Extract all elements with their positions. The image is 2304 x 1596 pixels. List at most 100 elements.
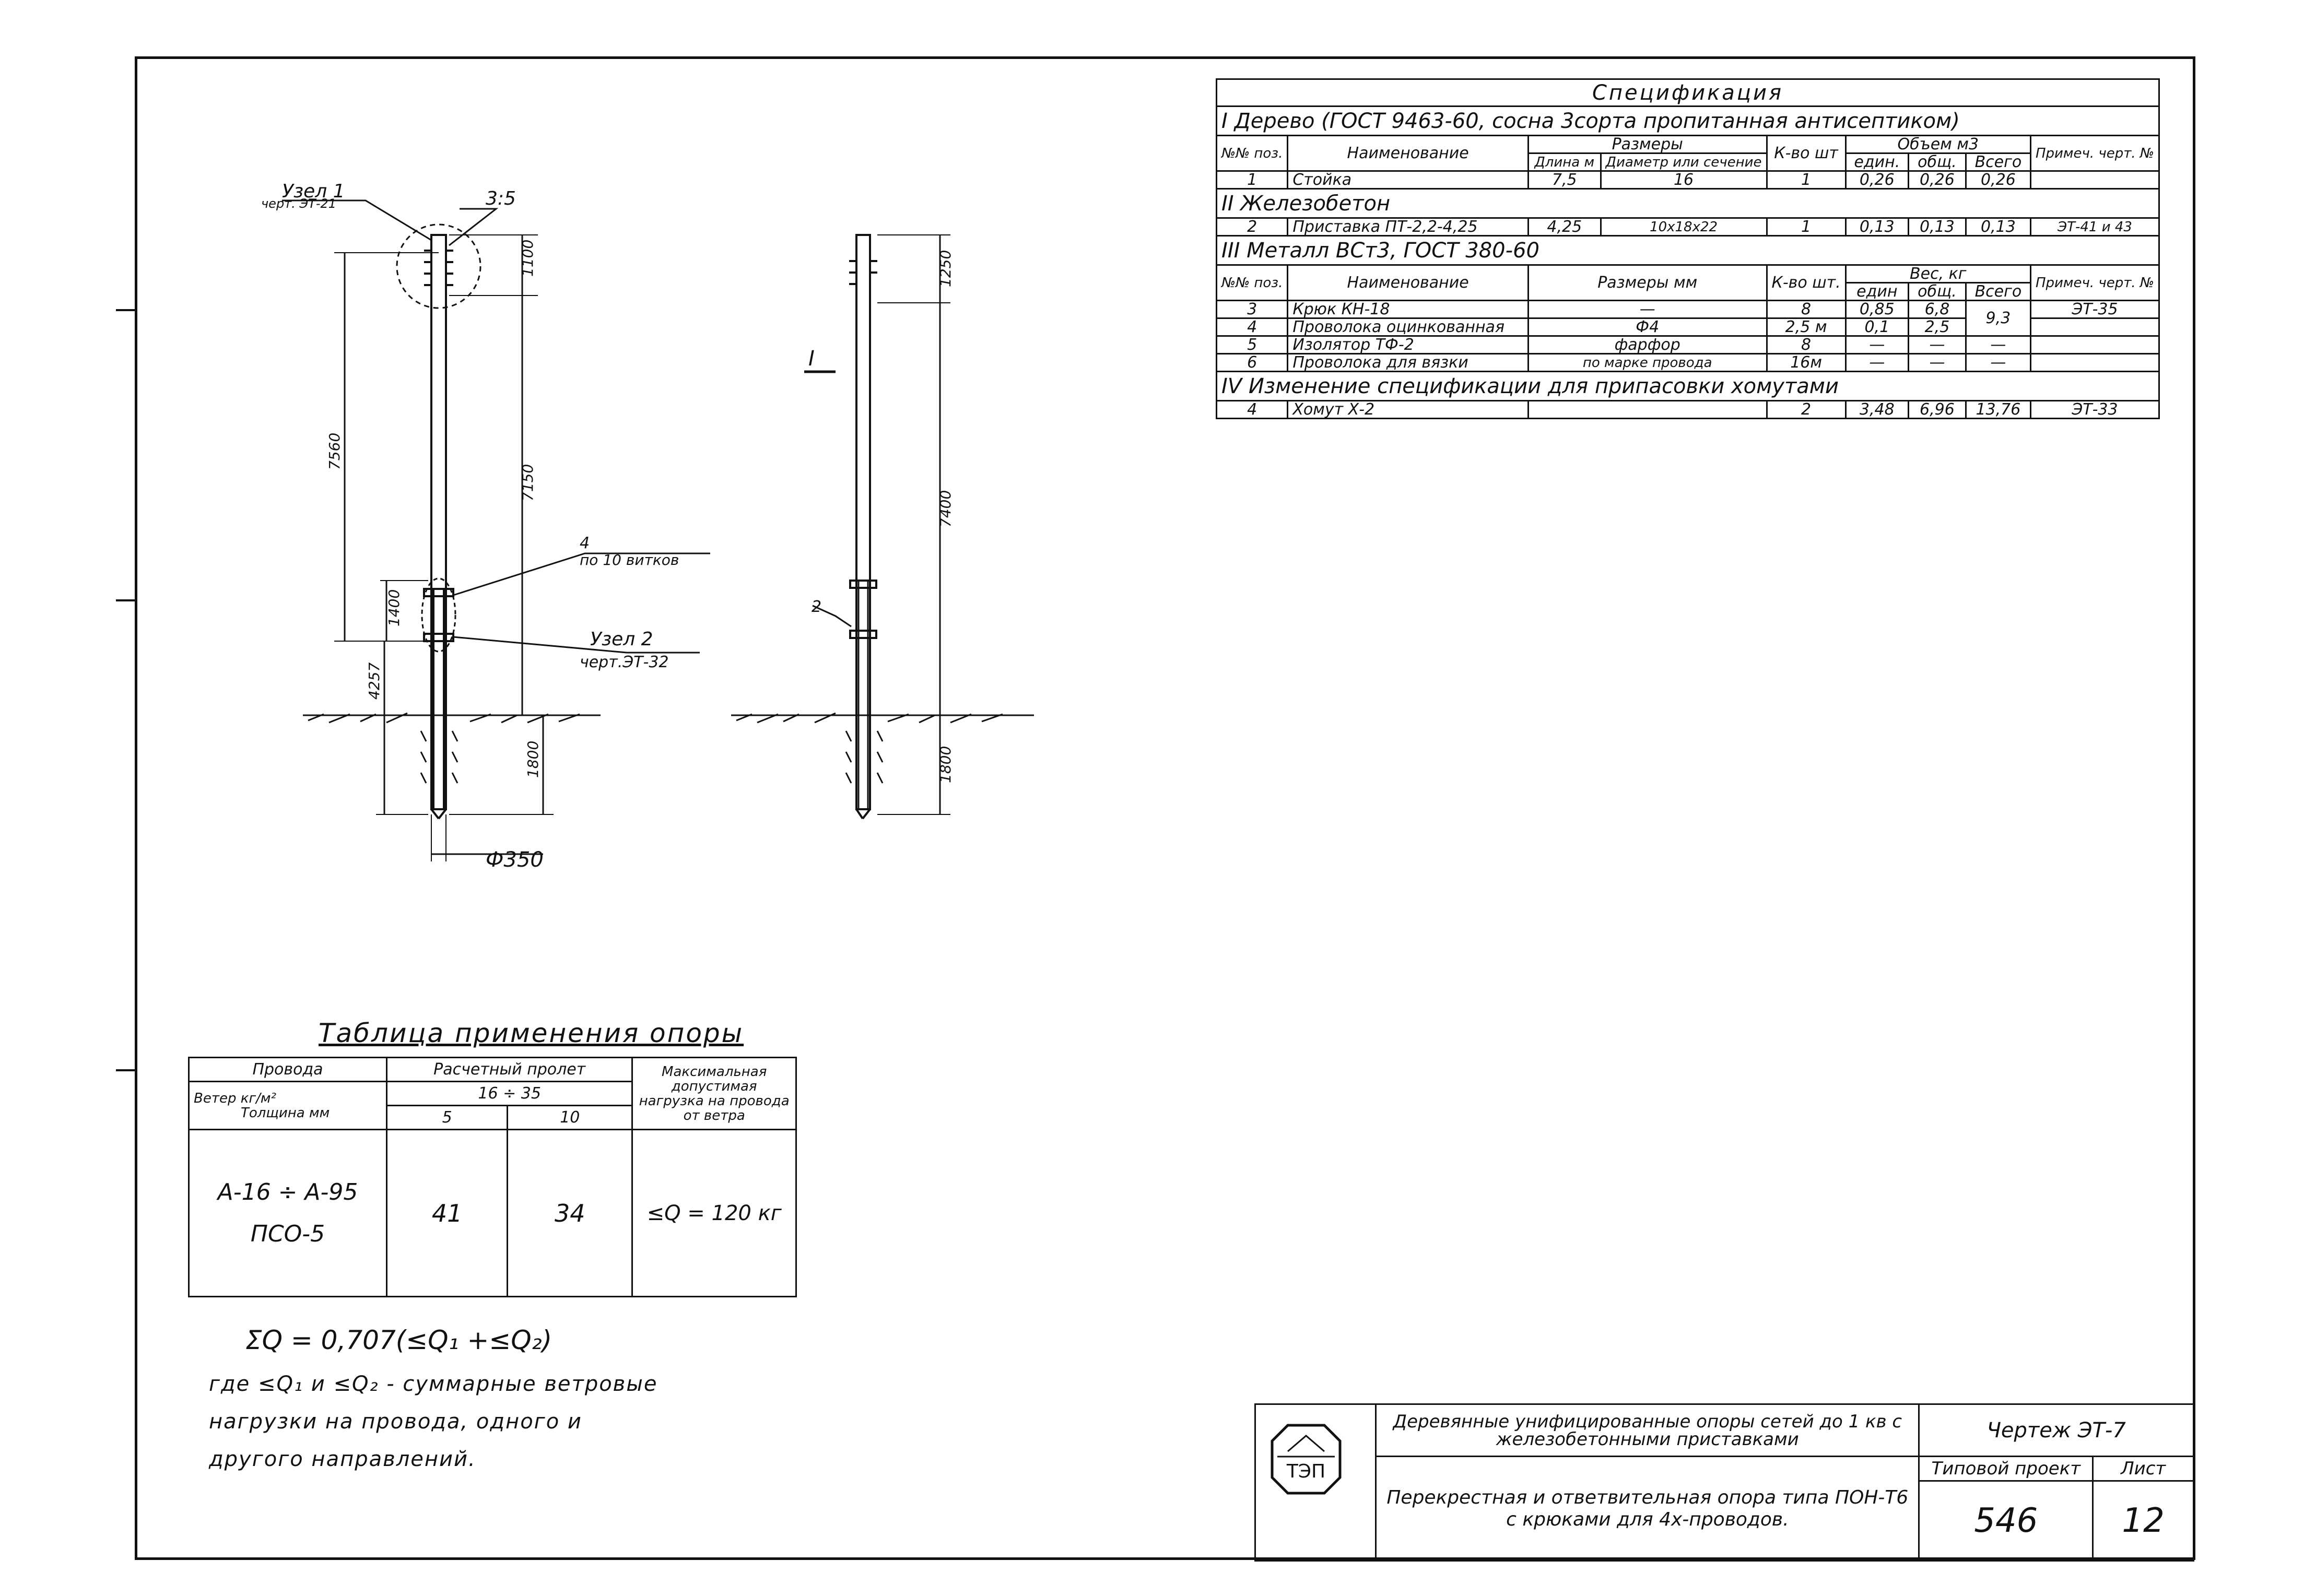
title-line-2: Перекрестная и ответвительная опора типа… <box>1375 1456 1920 1562</box>
cell: 0,85 <box>1844 300 1909 319</box>
load-formula: ΣQ = 0,707(≤Q₁ +≤Q₂) <box>245 1325 553 1355</box>
spec-header-name: Наименование <box>1287 135 1529 172</box>
node2-ref: черт.ЭТ-32 <box>580 653 669 671</box>
spec-header2-name: Наименование <box>1287 264 1529 301</box>
cell <box>2029 335 2160 354</box>
spec-header2-unit: един <box>1844 282 1909 301</box>
app-value-5: 41 <box>386 1129 509 1297</box>
sheet-number: 12 <box>2122 1502 2165 1540</box>
dim-7560: 7560 <box>326 433 343 470</box>
cell: Проволока оцинкованная <box>1287 317 1529 337</box>
spec-row: 4 Проволока оцинкованная Ф4 2,5 м 0,1 2,… <box>1215 317 2160 337</box>
cell: 6,8 <box>1907 300 1967 319</box>
cell: 16 <box>1600 170 1768 190</box>
cell: 9,3 <box>1965 300 2031 337</box>
sheet-label: Лист <box>2121 1458 2166 1479</box>
project-label: Типовой проект <box>1921 1458 2094 1480</box>
spec-header2-pos: №№ поз. <box>1215 264 1289 301</box>
cell: 4 <box>1215 317 1289 337</box>
spec-row: 5 Изолятор ТФ-2 фарфор 8 — — — <box>1215 335 2160 354</box>
cell: 7,5 <box>1527 170 1602 190</box>
spec-header-pos: №№ поз. <box>1215 135 1289 172</box>
cell: — <box>1527 300 1768 319</box>
spec-header-dims: Размеры <box>1527 135 1768 154</box>
spec-row: 2 Приставка ПТ-2,2-4,25 4,25 10x18x22 1 … <box>1215 217 2160 237</box>
spec-header-diameter: Диаметр или сечение <box>1600 152 1768 172</box>
app-header-wires: Провода <box>187 1057 388 1082</box>
spec-row: 4 Хомут Х-2 2 3,48 6,96 13,76 ЭТ-33 <box>1215 400 2160 419</box>
cell: 8 <box>1766 335 1847 354</box>
sheet-frame <box>135 56 2195 1560</box>
cell: 0,13 <box>1907 217 1967 237</box>
app-value-10: 34 <box>507 1129 633 1297</box>
cell: 8 <box>1766 300 1847 319</box>
cell: 0,26 <box>1965 170 2031 190</box>
cell: фарфор <box>1527 335 1768 354</box>
cell: 4 <box>1215 400 1289 419</box>
cell: Приставка ПТ-2,2-4,25 <box>1287 217 1529 237</box>
app-header-wind-cross: Ветер кг/м² Толщина мм <box>187 1081 388 1130</box>
project-header: Типовой проект Лист <box>1920 1458 2192 1482</box>
cell: 1 <box>1766 217 1847 237</box>
cell: 4,25 <box>1527 217 1602 237</box>
app-wires-1: А-16 ÷ А-95 <box>217 1178 358 1205</box>
app-header-wind: Ветер кг/м² <box>194 1090 276 1106</box>
spec-header2-dims: Размеры мм <box>1527 264 1768 301</box>
app-value-max: ≤Q = 120 кг <box>631 1129 797 1297</box>
side-dim-1800: 1800 <box>937 746 954 783</box>
cell: — <box>1844 335 1909 354</box>
cell: 3,48 <box>1844 400 1909 419</box>
project-cell: Типовой проект Лист 546 12 <box>1918 1456 2194 1562</box>
app-header-span-range: 16 ÷ 35 <box>386 1081 633 1106</box>
spec-section-1: I Дерево (ГОСТ 9463-60, сосна 3сорта про… <box>1216 105 2160 136</box>
cell: Стойка <box>1287 170 1529 190</box>
spec-header-volume: Объем м3 <box>1844 135 2031 154</box>
cell: 1 <box>1215 170 1289 190</box>
side-band-position: 2 <box>812 598 821 616</box>
dim-1100: 1100 <box>519 240 536 277</box>
drawing-number: Чертеж ЭТ-7 <box>1918 1403 2194 1457</box>
spec-row: 6 Проволока для вязки по марке провода 1… <box>1215 353 2160 372</box>
spec-section-4: IV Изменение спецификации для припасовки… <box>1216 371 2160 401</box>
side-dim-7400: 7400 <box>937 490 954 527</box>
dim-1800: 1800 <box>524 741 542 778</box>
cell: 2 <box>1215 217 1289 237</box>
cell: 16м <box>1766 353 1847 372</box>
scale-label: 3:5 <box>486 188 516 209</box>
title-logo-cell <box>1254 1403 1377 1562</box>
spec-header2-all: Всего <box>1965 282 2031 301</box>
cell: 10x18x22 <box>1600 217 1768 237</box>
node2-label: Узел 2 <box>590 629 653 650</box>
cell: 0,13 <box>1965 217 2031 237</box>
cell: — <box>1965 335 2031 354</box>
band-position: 4 <box>580 534 590 552</box>
cell: — <box>1965 353 2031 372</box>
app-wires-2: ПСО-5 <box>250 1220 325 1247</box>
specification-table: Спецификация I Дерево (ГОСТ 9463-60, сос… <box>1215 78 2160 419</box>
cell: Изолятор ТФ-2 <box>1287 335 1529 354</box>
spec-header2-total: общ. <box>1907 282 1967 301</box>
logo-text: ТЭП <box>1286 1461 1325 1482</box>
spec-header-all: Всего <box>1965 152 2031 172</box>
cell: 1 <box>1766 170 1847 190</box>
spec-header-note: Примеч. черт. № <box>2029 135 2160 172</box>
band-label: по 10 витков <box>580 551 679 569</box>
application-table: Провода Расчетный пролет Максимальная до… <box>187 1057 797 1297</box>
spec-header2-note: Примеч. черт. № <box>2029 264 2160 301</box>
cell: 2,5 <box>1907 317 1967 337</box>
cell: ЭТ-41 и 43 <box>2029 217 2160 237</box>
spec-row: 3 Крюк КН-18 — 8 0,85 6,8 9,3 ЭТ-35 <box>1215 300 2160 337</box>
app-header-max: Максимальная допустимая нагрузка на пров… <box>631 1057 797 1130</box>
diameter-label: Ф350 <box>486 848 544 872</box>
cell <box>2029 353 2160 372</box>
app-header-span: Расчетный пролет <box>386 1057 633 1082</box>
cell: по марке провода <box>1527 353 1768 372</box>
application-table-title: Таблица применения опоры <box>319 1018 744 1048</box>
cell: ЭТ-33 <box>2029 400 2160 419</box>
dim-1400: 1400 <box>385 589 403 626</box>
title-line-1: Деревянные унифицированные опоры сетей д… <box>1375 1403 1920 1457</box>
cell: 2 <box>1766 400 1847 419</box>
formula-note-3: другого направлений. <box>209 1447 476 1471</box>
